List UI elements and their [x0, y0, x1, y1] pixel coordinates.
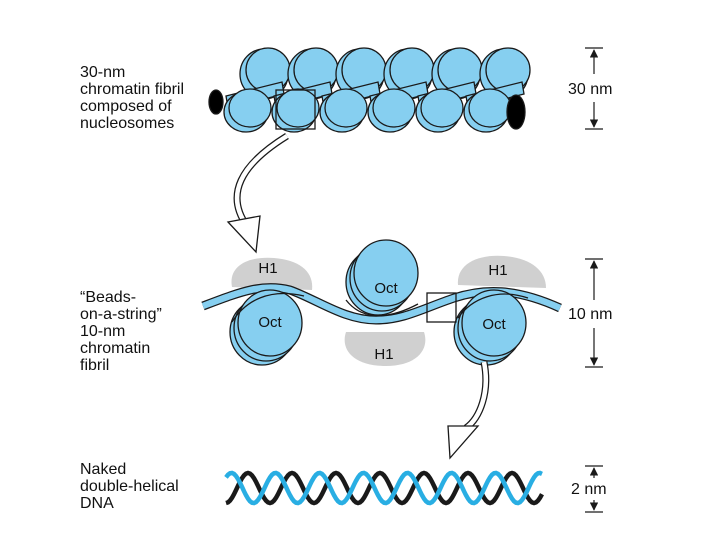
selection-box-middle	[426, 292, 457, 323]
fibril-nucleosome-front	[228, 88, 272, 128]
scale-label-top: 30 nm	[568, 81, 612, 98]
fibril-end-cap	[506, 94, 526, 130]
zoom-arrow-bottom	[447, 361, 490, 460]
oct-label-right: Oct	[482, 316, 506, 333]
fibril-nucleosome-front	[468, 88, 512, 128]
h1-cloud-middle	[344, 332, 426, 366]
naked-dna-helix	[224, 470, 544, 506]
scale-label-middle: 10 nm	[568, 306, 612, 323]
oct-label-middle: Oct	[374, 280, 398, 297]
fibril-nucleosome-front	[276, 88, 320, 128]
label-30nm-fibril: 30-nm chromatin fibril composed of nucle…	[80, 64, 185, 132]
nucleosome-right	[461, 289, 527, 357]
beads-on-a-string: Oct Oct Oct H1 H1 H1	[201, 239, 562, 366]
fibril-nucleosome-front	[372, 88, 416, 128]
fibril-nucleosome-front	[324, 88, 368, 128]
fibril-end-caps	[208, 89, 526, 130]
fibril-back-row	[239, 47, 531, 100]
h1-label-middle: H1	[374, 346, 393, 363]
h1-cloud-right	[457, 255, 546, 288]
label-naked-dna: Naked double-helical DNA	[80, 461, 179, 512]
fibril-30nm	[208, 47, 531, 133]
label-beads-on-a-string: “Beads- on-a-string” 10-nm chromatin fib…	[80, 289, 162, 374]
zoom-arrow-top	[226, 133, 289, 254]
h1-label-right: H1	[488, 262, 507, 279]
selection-box-top	[275, 89, 316, 130]
fibril-nucleosome-front	[420, 88, 464, 128]
scale-label-bottom: 2 nm	[571, 481, 607, 498]
fibril-front-row	[223, 88, 512, 133]
nucleosome-left	[237, 289, 303, 357]
nucleosome-middle	[353, 239, 419, 307]
scale-bars	[585, 47, 603, 513]
oct-label-left: Oct	[258, 314, 282, 331]
h1-label-left: H1	[258, 260, 277, 277]
dna-strand-a	[225, 470, 544, 506]
dna-strand-b	[224, 470, 543, 506]
h1-cloud-left	[231, 257, 313, 290]
fibril-end-cap	[208, 89, 224, 115]
